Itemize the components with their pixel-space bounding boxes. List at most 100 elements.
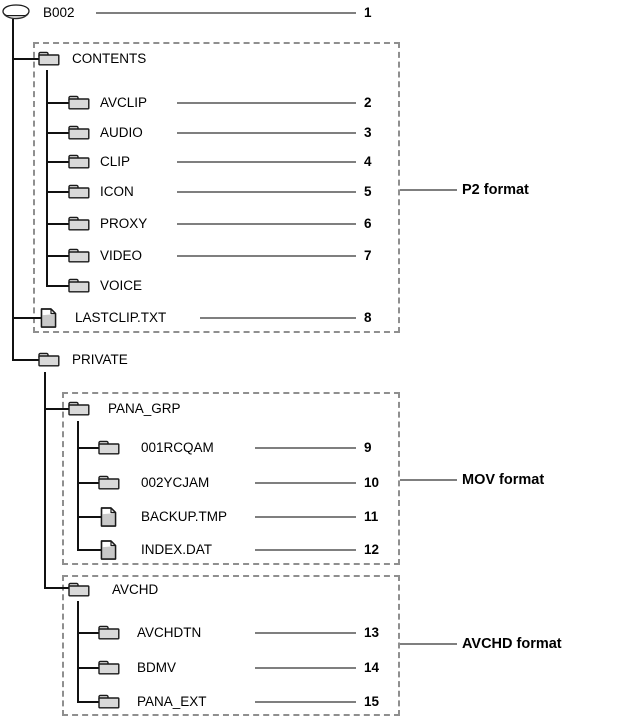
tree-branch-line: [12, 359, 40, 361]
folder-icon: [98, 694, 120, 709]
reference-line-001rcqam: [255, 447, 356, 449]
folder-icon: [98, 625, 120, 640]
reference-number-clip: 4: [364, 154, 372, 169]
node-label-avclip: AVCLIP: [100, 95, 148, 110]
folder-icon: [98, 660, 120, 675]
tree-branch-line: [46, 161, 70, 163]
format-connector-mov-format: [400, 479, 457, 481]
reference-line-avchdtn: [255, 632, 356, 634]
folder-icon: [98, 475, 120, 490]
p2-format-group-box: [33, 42, 400, 333]
node-label-avchdtn: AVCHDTN: [137, 625, 202, 640]
reference-line-index-dat: [255, 549, 356, 551]
format-connector-avchd-format: [400, 643, 457, 645]
node-label-clip: CLIP: [100, 154, 131, 169]
reference-number-index-dat: 12: [364, 542, 380, 557]
reference-line-icon: [177, 191, 356, 193]
folder-icon: [38, 352, 60, 367]
reference-number-001rcqam: 9: [364, 440, 372, 455]
file-icon: [100, 540, 117, 560]
file-icon: [100, 507, 117, 527]
folder-icon: [68, 125, 90, 140]
folder-icon: [68, 278, 90, 293]
tree-branch-line: [44, 408, 70, 410]
reference-line-proxy: [177, 223, 356, 225]
reference-line-avclip: [177, 102, 356, 104]
reference-line-002ycjam: [255, 482, 356, 484]
node-label-video: VIDEO: [100, 248, 143, 263]
node-label-backup-tmp: BACKUP.TMP: [141, 509, 228, 524]
reference-line-audio: [177, 132, 356, 134]
tree-branch-line: [12, 58, 40, 60]
reference-number-avchdtn: 13: [364, 625, 380, 640]
folder-icon: [68, 401, 90, 416]
tree-branch-line: [46, 223, 70, 225]
folder-icon: [68, 216, 90, 231]
tree-branch-line: [77, 516, 102, 518]
node-label-proxy: PROXY: [100, 216, 148, 231]
node-label-pana-grp: PANA_GRP: [108, 401, 181, 416]
folder-icon: [38, 51, 60, 66]
node-label-002ycjam: 002YCJAM: [141, 475, 210, 490]
reference-line-b002: [96, 12, 356, 14]
tree-branch-line: [46, 191, 70, 193]
reference-number-lastclip-txt: 8: [364, 310, 372, 325]
disk-icon: [1, 3, 31, 21]
node-label-avchd: AVCHD: [112, 582, 159, 597]
tree-branch-line: [12, 317, 42, 319]
folder-icon: [68, 154, 90, 169]
tree-branch-line: [46, 285, 70, 287]
tree-trunk-line: [46, 70, 48, 287]
tree-trunk-line: [44, 372, 46, 589]
node-label-lastclip-txt: LASTCLIP.TXT: [75, 310, 167, 325]
folder-icon: [68, 248, 90, 263]
node-label-audio: AUDIO: [100, 125, 143, 140]
tree-branch-line: [77, 482, 100, 484]
reference-number-backup-tmp: 11: [364, 509, 379, 524]
tree-branch-line: [77, 667, 100, 669]
folder-icon: [68, 582, 90, 597]
tree-trunk-line: [77, 421, 79, 551]
tree-branch-line: [77, 701, 100, 703]
node-label-index-dat: INDEX.DAT: [141, 542, 213, 557]
reference-number-b002: 1: [364, 5, 372, 20]
folder-icon: [68, 184, 90, 199]
node-label-bdmv: BDMV: [137, 660, 177, 675]
format-connector-p2-format: [400, 189, 457, 191]
mov-format-group-box: [62, 392, 400, 565]
node-label-pana-ext: PANA_EXT: [137, 694, 207, 709]
reference-line-pana-ext: [255, 701, 356, 703]
reference-number-icon: 5: [364, 184, 372, 199]
reference-line-clip: [177, 161, 356, 163]
tree-branch-line: [44, 587, 70, 589]
reference-number-bdmv: 14: [364, 660, 380, 675]
node-label-contents: CONTENTS: [72, 51, 147, 66]
node-label-001rcqam: 001RCQAM: [141, 440, 214, 455]
tree-trunk-line: [77, 601, 79, 703]
reference-number-avclip: 2: [364, 95, 372, 110]
tree-branch-line: [77, 632, 100, 634]
node-label-voice: VOICE: [100, 278, 143, 293]
folder-icon: [68, 95, 90, 110]
reference-line-backup-tmp: [255, 516, 356, 518]
reference-number-pana-ext: 15: [364, 694, 380, 709]
reference-line-video: [177, 255, 356, 257]
avchd-format-group-box: [62, 575, 400, 716]
tree-branch-line: [77, 549, 102, 551]
reference-line-lastclip-txt: [200, 317, 356, 319]
reference-line-bdmv: [255, 667, 356, 669]
node-label-b002: B002: [43, 5, 75, 20]
node-label-private: PRIVATE: [72, 352, 128, 367]
reference-number-002ycjam: 10: [364, 475, 380, 490]
tree-branch-line: [77, 447, 100, 449]
tree-branch-line: [46, 132, 70, 134]
format-label-avchd-format: AVCHD format: [462, 636, 562, 652]
node-label-icon: ICON: [100, 184, 134, 199]
file-icon: [40, 308, 57, 328]
tree-trunk-line: [12, 19, 14, 361]
reference-number-video: 7: [364, 248, 372, 263]
folder-icon: [98, 440, 120, 455]
tree-branch-line: [46, 102, 70, 104]
tree-branch-line: [46, 255, 70, 257]
